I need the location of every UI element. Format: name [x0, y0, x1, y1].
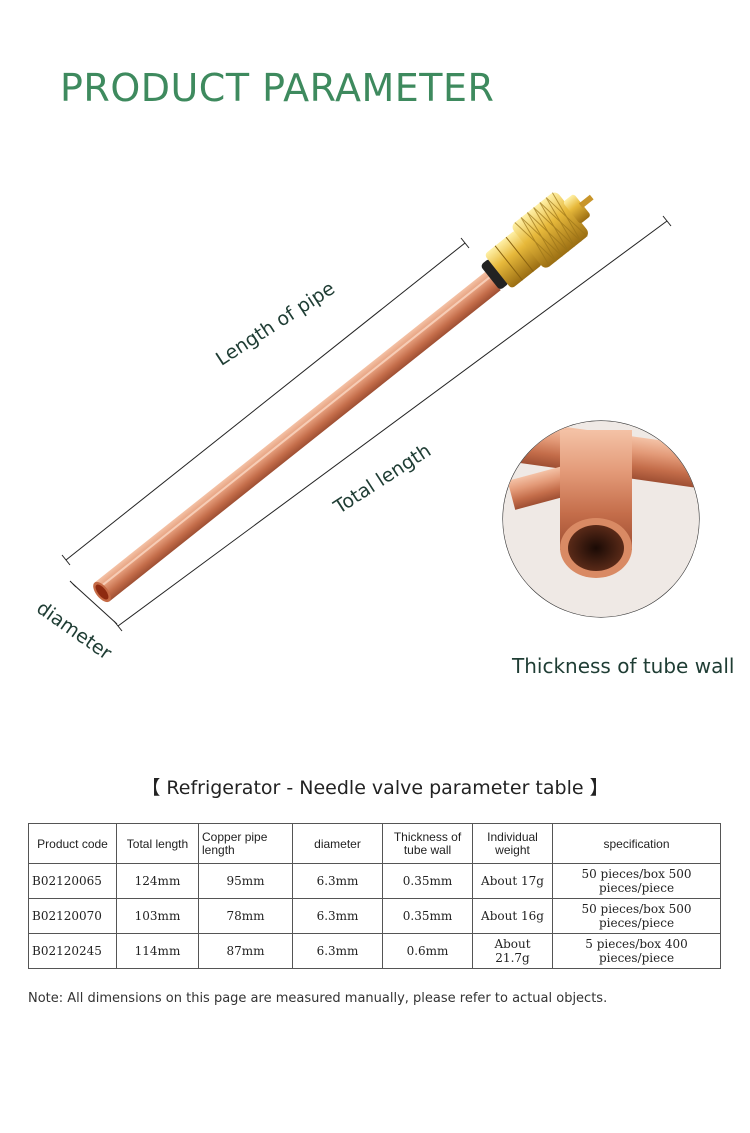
table-title: 【 Refrigerator - Needle valve parameter …	[141, 777, 609, 799]
copper-pipe	[93, 271, 501, 603]
table-header-row: Product code Total length Copper pipe le…	[28, 823, 721, 864]
cell-pipe-length: 95mm	[198, 863, 293, 899]
cell-weight: About 21.7g	[472, 933, 553, 969]
cell-specification: 50 pieces/box 500 pieces/piece	[552, 898, 721, 934]
cell-code: B02120065	[28, 863, 117, 899]
cell-thickness: 0.6mm	[382, 933, 473, 969]
header-weight: Individual weight	[472, 823, 553, 864]
cell-thickness: 0.35mm	[382, 863, 473, 899]
cell-total-length: 124mm	[116, 863, 199, 899]
cell-specification: 50 pieces/box 500 pieces/piece	[552, 863, 721, 899]
cell-diameter: 6.3mm	[292, 933, 383, 969]
cell-thickness: 0.35mm	[382, 898, 473, 934]
table-row: B02120245 114mm 87mm 6.3mm 0.6mm About 2…	[28, 933, 721, 969]
cell-specification: 5 pieces/box 400 pieces/piece	[552, 933, 721, 969]
measurement-note: Note: All dimensions on this page are me…	[28, 991, 608, 1006]
cell-weight: About 16g	[472, 898, 553, 934]
cell-code: B02120070	[28, 898, 117, 934]
cell-total-length: 103mm	[116, 898, 199, 934]
header-copper-pipe-length: Copper pipe length	[198, 823, 293, 864]
brass-valve	[481, 192, 594, 289]
table-row: B02120065 124mm 95mm 6.3mm 0.35mm About …	[28, 863, 721, 899]
header-total-length: Total length	[116, 823, 199, 864]
cell-pipe-length: 78mm	[198, 898, 293, 934]
product-illustration	[61, 192, 700, 632]
table-row: B02120070 103mm 78mm 6.3mm 0.35mm About …	[28, 898, 721, 934]
cell-diameter: 6.3mm	[292, 863, 383, 899]
cell-total-length: 114mm	[116, 933, 199, 969]
header-product-code: Product code	[28, 823, 117, 864]
page-title: PRODUCT PARAMETER	[60, 66, 495, 110]
tube-wall-closeup	[502, 420, 700, 618]
header-thickness: Thickness of tube wall	[382, 823, 473, 864]
dimension-lines	[61, 215, 672, 632]
cell-weight: About 17g	[472, 863, 553, 899]
cell-code: B02120245	[28, 933, 117, 969]
header-specification: specification	[552, 823, 721, 864]
parameter-table: Product code Total length Copper pipe le…	[28, 823, 721, 969]
tube-wall-thickness-label: Thickness of tube wall	[512, 654, 735, 678]
cell-diameter: 6.3mm	[292, 898, 383, 934]
header-diameter: diameter	[292, 823, 383, 864]
cell-pipe-length: 87mm	[198, 933, 293, 969]
